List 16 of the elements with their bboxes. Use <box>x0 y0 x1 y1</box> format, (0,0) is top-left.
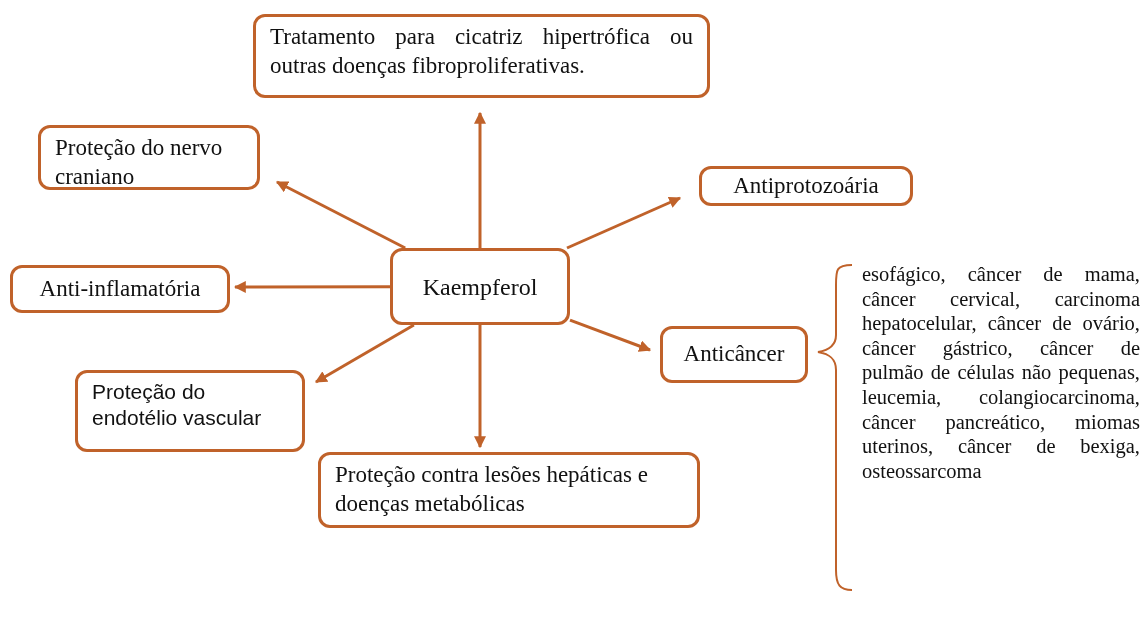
text-box: Tratamento para cicatriz hipertrófica ou outras doenças fibroproliferativas. <box>253 14 710 98</box>
text-box: Kaempferol <box>390 248 570 325</box>
text-box: Proteção contra lesões hepáticas e doenças metabólicas <box>318 452 700 528</box>
text-box: Antiprotozoária <box>699 166 913 206</box>
arrow <box>566 196 682 250</box>
arrow <box>275 180 406 250</box>
arrow <box>474 325 486 449</box>
text-box: Proteção do nervo craniano <box>38 125 260 190</box>
arrow <box>233 281 390 293</box>
text-box: Anti-inflamatória <box>10 265 230 313</box>
cancer-types-list: esofágico, câncer de mama, câncer cervical, carcinoma hepatocelular, câncer de ovário, câncer gástrico, câncer de pulmão de células não pequenas, leucemia, colangiocarcinoma, câncer pancreático, miomas uterinos, câncer de bexiga, osteossarcoma <box>862 262 1140 484</box>
arrow <box>314 323 415 384</box>
arrow <box>474 111 486 248</box>
arrow <box>569 318 652 352</box>
text-box: Anticâncer <box>660 326 808 383</box>
text-box: Proteção do endotélio vascular <box>75 370 305 452</box>
